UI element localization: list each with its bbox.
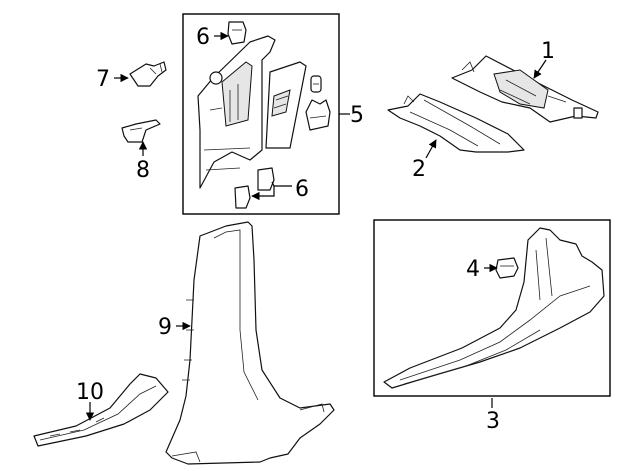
- leader-1: [533, 59, 547, 79]
- lower-trim-part-2: [387, 93, 525, 153]
- b-pillar-trim-part-9: [165, 221, 335, 465]
- callout-3: 3: [486, 409, 500, 434]
- coat-hook-part-7: [129, 61, 167, 87]
- quarter-upper-trim-panel: [197, 35, 276, 189]
- callout-6-bottom: 6: [295, 177, 309, 202]
- callout-2: 2: [412, 157, 426, 182]
- rocker-trim-panel-part-3: [383, 227, 605, 389]
- callout-1: 1: [541, 39, 555, 64]
- callout-5: 5: [350, 103, 364, 128]
- clip-6-lower-right: [257, 167, 275, 191]
- leader-6b: [251, 185, 292, 201]
- clip-part-4: [495, 257, 519, 279]
- callout-4: 4: [466, 257, 480, 282]
- clip-6-top: [227, 21, 247, 45]
- bracket-part-8: [121, 119, 161, 143]
- assembly-box-3: [373, 219, 611, 397]
- clip-small-a: [310, 75, 322, 93]
- callout-10: 10: [76, 380, 104, 405]
- clip-6-lower-left: [234, 185, 251, 209]
- sill-plate-part-10: [33, 373, 169, 447]
- clip-small-b: [305, 99, 331, 131]
- callout-6-top: 6: [196, 25, 210, 50]
- leader-2: [425, 139, 437, 159]
- quarter-trim-insert-panel: [265, 61, 307, 149]
- callout-8: 8: [136, 158, 150, 183]
- rear-upper-trim-part-1: [451, 55, 599, 123]
- callout-9: 9: [158, 315, 172, 340]
- leader-6b-branch: [271, 181, 275, 187]
- callout-7: 7: [96, 67, 110, 92]
